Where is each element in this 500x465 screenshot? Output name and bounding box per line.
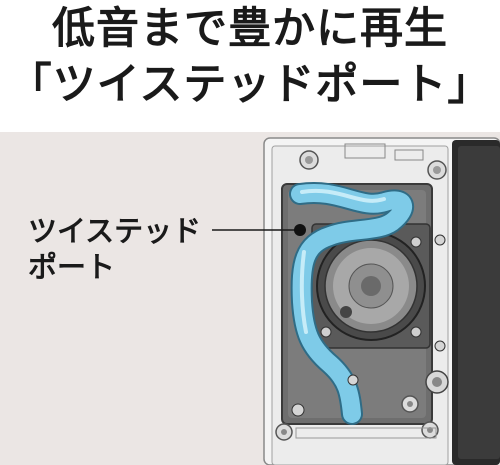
screw-icon — [347, 374, 359, 386]
screw-icon — [320, 326, 332, 338]
speaker-cutaway-photo: ツイステッド ポート — [0, 132, 500, 465]
panel-inner — [458, 146, 500, 459]
headline-line-1: 低音まで豊かに再生 — [52, 4, 448, 54]
callout-marker — [294, 224, 306, 236]
speaker-driver — [316, 231, 426, 341]
speaker-terminal — [425, 370, 449, 394]
twisted-port-tube — [291, 183, 412, 423]
callout-label-line-1: ツイステッド — [28, 214, 202, 248]
screw-icon — [401, 395, 419, 413]
screw-icon — [275, 423, 293, 441]
screw-icon — [299, 150, 319, 170]
callout-label-line-2: ポート — [28, 250, 116, 284]
headline-line-2: 「ツイステッドポート」 — [8, 60, 492, 110]
screw-icon — [434, 234, 446, 246]
pcb-detail — [394, 149, 424, 161]
screw-icon — [434, 340, 446, 352]
screw-icon — [410, 326, 422, 338]
port-highlight — [299, 188, 386, 334]
headline: 低音まで豊かに再生 「ツイステッドポート」 — [0, 0, 500, 132]
port-opening-marker — [340, 306, 352, 318]
screw-icon — [291, 403, 305, 417]
screw-icon — [410, 236, 422, 248]
screw-icon — [427, 160, 447, 180]
bottom-rail — [295, 427, 437, 439]
pcb-detail — [344, 143, 386, 159]
speaker-cutaway-illustration — [212, 137, 500, 465]
